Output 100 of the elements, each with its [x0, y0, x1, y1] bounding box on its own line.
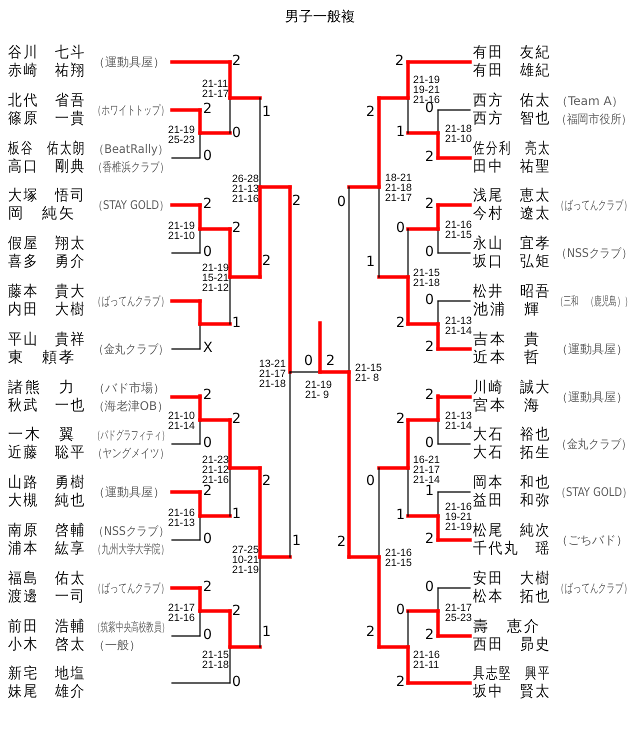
club-name: （運動具屋） — [93, 54, 165, 70]
game-scores: 21-17 25-23 — [445, 603, 473, 623]
player-name: 岡 純矢 — [8, 205, 76, 223]
player-name: 池浦 輝 — [473, 301, 541, 319]
player-name: 有田 友紀 — [473, 44, 551, 62]
player-name: 篠原 一貴 — [8, 110, 86, 128]
player-name: 渡邊 一司 — [8, 588, 86, 606]
game-scores: 18-21 21-18 21-17 — [385, 173, 413, 203]
club-name: （Team A） — [556, 93, 624, 109]
diagram-title: 男子一般複 — [284, 8, 356, 26]
club-name: （運動具屋） — [556, 341, 628, 357]
club-name: （ホワイトトップ） — [93, 102, 169, 118]
player-name: 新宅 地塩 — [8, 665, 86, 683]
match-score: 0 — [396, 603, 405, 617]
player-name: 安田 大樹 — [473, 570, 551, 588]
match-score: 0 — [337, 195, 346, 209]
player-name: 内田 大樹 — [8, 301, 86, 319]
match-score: 2 — [395, 54, 404, 68]
game-scores: 21-10 21-14 — [168, 411, 196, 431]
match-score: 2 — [425, 150, 434, 164]
match-score: 2 — [425, 388, 434, 402]
match-score: 0 — [396, 221, 405, 235]
player-name: 谷川 七斗 — [8, 44, 86, 62]
match-score: 2 — [232, 221, 241, 235]
game-scores: 27-25 10-21 21-19 — [232, 545, 260, 575]
club-name: （ごちバド） — [556, 532, 628, 548]
match-score: 2 — [425, 628, 434, 642]
club-name: （三和 （鹿児島）） — [556, 293, 632, 309]
club-name: （金丸クラブ） — [93, 341, 169, 357]
match-score: 1 — [366, 255, 375, 269]
player-name: 妹尾 雄介 — [8, 683, 86, 701]
club-name: （筑紫中央高校教員） — [93, 620, 169, 635]
match-score: 2 — [326, 354, 335, 368]
club-name: （NSSクラブ） — [556, 245, 632, 261]
match-score: 2 — [203, 484, 212, 498]
game-scores: 21-23 21-12 21-16 — [202, 455, 230, 485]
player-name: 南原 啓輔 — [8, 522, 86, 540]
player-name: 東 頼孝 — [8, 349, 76, 367]
player-name: 西方 佑太 — [473, 92, 551, 110]
match-score: 2 — [292, 194, 301, 208]
game-scores: 21-16 21-15 — [445, 220, 473, 240]
club-name: （ばってんクラブ） — [93, 293, 169, 309]
game-scores: 21-19 15-21 21-12 — [202, 263, 230, 293]
player-name: 板谷 佑太朗 — [8, 140, 86, 158]
game-scores: 21-15 21- 8 — [355, 363, 383, 383]
match-score: 0 — [366, 474, 375, 488]
match-score: 2 — [366, 625, 375, 639]
club-name: （ばってんクラブ） — [556, 197, 632, 213]
player-name: 永山 宜孝 — [473, 235, 551, 253]
match-score: 2 — [425, 197, 434, 211]
game-scores: 21-16 19-21 21-19 — [445, 502, 473, 532]
player-name: 福島 佑太 — [8, 570, 86, 588]
player-name: 一木 翼 — [8, 426, 76, 444]
player-name: 秋武 一也 — [8, 397, 86, 415]
game-scores: 21-16 21-15 — [385, 548, 413, 568]
player-name: 佐分利 亮太 — [473, 140, 551, 158]
match-score: 2 — [203, 197, 212, 211]
match-score: X — [203, 341, 213, 355]
player-name: 坂中 賢太 — [473, 683, 551, 701]
player-name: 前田 浩輔 — [8, 618, 86, 636]
club-name: （バドグラフィティ） — [93, 428, 169, 443]
match-score: 1 — [262, 625, 271, 639]
club-name: （ヤングメイツ） — [93, 445, 169, 461]
player-name: 具志堅 興平 — [473, 665, 551, 683]
player-name: 壽 恵介 — [473, 618, 541, 636]
match-score: 0 — [425, 436, 434, 450]
match-score: 0 — [425, 580, 434, 594]
player-name: 藤本 貴大 — [8, 283, 86, 301]
club-name: （ばってんクラブ） — [556, 580, 632, 596]
player-name: 岡本 和也 — [473, 474, 551, 492]
player-name: 宮本 海 — [473, 397, 541, 415]
game-scores: 26-28 21-13 21-16 — [232, 174, 260, 204]
player-name: 赤崎 祐翔 — [8, 62, 86, 80]
match-score: 0 — [304, 354, 313, 368]
player-name: 松尾 純次 — [473, 522, 551, 540]
player-name: 諸熊 力 — [8, 379, 76, 397]
game-scores: 16-21 21-17 21-14 — [413, 455, 441, 485]
match-score: 1 — [232, 507, 241, 521]
player-name: 川崎 誠大 — [473, 379, 551, 397]
match-score: 2 — [396, 412, 405, 426]
match-score: 0 — [232, 126, 241, 140]
club-name: （ばってんクラブ） — [93, 580, 169, 596]
player-name: 大槻 純也 — [8, 492, 86, 510]
match-score: 2 — [396, 675, 405, 689]
match-score: 2 — [232, 604, 241, 618]
match-score: 2 — [203, 580, 212, 594]
player-name: 山路 勇樹 — [8, 474, 86, 492]
match-score: 2 — [232, 412, 241, 426]
match-score: 2 — [232, 54, 241, 68]
game-scores: 21-19 21- 9 — [305, 380, 333, 400]
player-name: 松井 昭吾 — [473, 283, 551, 301]
player-name: 大塚 悟司 — [8, 187, 86, 205]
club-name: （BeatRally） — [93, 142, 169, 157]
match-score: 0 — [203, 245, 212, 259]
match-score: 2 — [203, 388, 212, 402]
game-scores: 21-18 21-10 — [445, 124, 473, 144]
player-name: 北代 省吾 — [8, 92, 86, 110]
club-name: （香椎浜クラブ） — [93, 159, 169, 175]
match-score: 1 — [396, 125, 405, 139]
player-name: 高口 剛典 — [8, 158, 86, 176]
